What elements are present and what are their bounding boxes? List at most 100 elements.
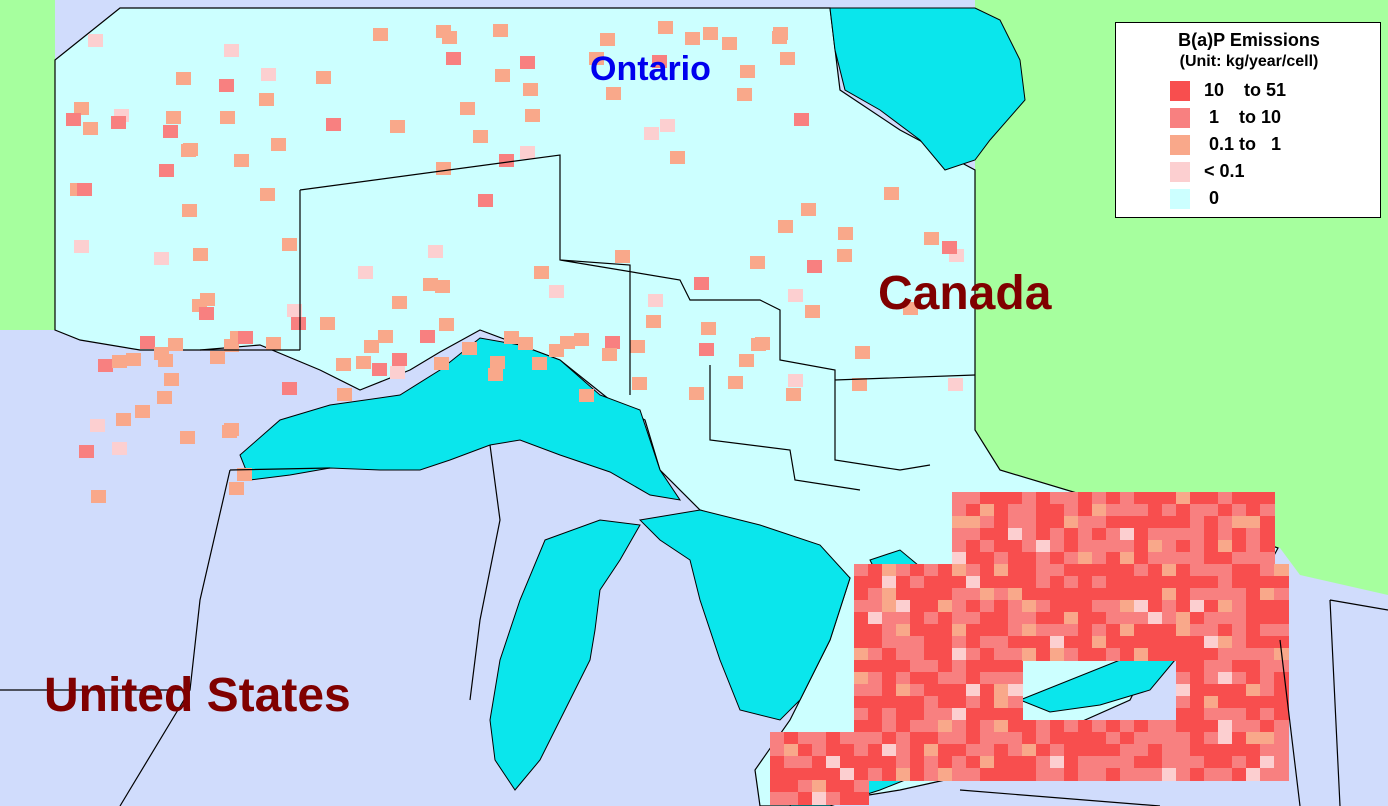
emission-cell [1204, 768, 1219, 781]
emission-cell [1022, 600, 1037, 613]
emission-cell [1232, 684, 1247, 697]
emission-cell [1106, 624, 1121, 637]
emission-cell [237, 468, 252, 481]
emission-cell [896, 708, 911, 721]
emission-cell [952, 624, 967, 637]
emission-cell [83, 122, 98, 135]
emission-cell [1064, 624, 1079, 637]
emission-cell [1218, 516, 1233, 529]
emission-cell [786, 388, 801, 401]
emission-cell [952, 648, 967, 661]
emission-cell [1190, 684, 1205, 697]
emission-cell [924, 708, 939, 721]
emission-cell [770, 768, 785, 781]
emission-cell [1232, 708, 1247, 721]
legend-label: 0.1 to 1 [1204, 134, 1282, 154]
emission-cell [966, 492, 981, 505]
emission-cell [884, 187, 899, 200]
emission-cell [1092, 540, 1107, 553]
emission-cell [1232, 516, 1247, 529]
emission-cell [1120, 528, 1135, 541]
emission-cell [1232, 672, 1247, 685]
emission-cell [1246, 624, 1261, 637]
emission-cell [1246, 648, 1261, 661]
emission-cell [980, 540, 995, 553]
emission-cell [924, 696, 939, 709]
emission-cell [966, 516, 981, 529]
emission-cell [868, 732, 883, 745]
legend-unit: (Unit: kg/year/cell) [1179, 53, 1319, 70]
emission-cell [868, 576, 883, 589]
emission-cell [1204, 516, 1219, 529]
emission-cell [1246, 660, 1261, 673]
emission-cell [882, 720, 897, 733]
emission-cell [1190, 540, 1205, 553]
emission-cell [1204, 708, 1219, 721]
emission-cell [648, 294, 663, 307]
emission-cell [1274, 576, 1289, 589]
boundary-lines [0, 154, 1388, 806]
emission-cell [168, 338, 183, 351]
emission-cell [1092, 492, 1107, 505]
emission-cell [1050, 612, 1065, 625]
emission-cell [1218, 552, 1233, 565]
emission-cell [966, 732, 981, 745]
emission-cell [652, 55, 667, 68]
emission-cell [798, 768, 813, 781]
emission-cell [1190, 624, 1205, 637]
emission-cell [390, 120, 405, 133]
legend-title: B(a)P Emissions [1178, 30, 1320, 50]
emission-cell [1008, 636, 1023, 649]
emission-cell [1246, 576, 1261, 589]
emission-cell [1176, 768, 1191, 781]
emission-cell [966, 576, 981, 589]
emission-cell [1134, 576, 1149, 589]
emission-cell [1190, 504, 1205, 517]
emission-cell [478, 194, 493, 207]
emission-cell [1106, 540, 1121, 553]
legend-label: 1 to 10 [1204, 107, 1282, 127]
united-states-label: United States [44, 669, 351, 722]
emission-cell [1232, 648, 1247, 661]
emission-cell [1218, 504, 1233, 517]
emission-cell [994, 564, 1009, 577]
emission-cell [79, 445, 94, 458]
emission-cell [952, 552, 967, 565]
emission-cell [868, 624, 883, 637]
emission-cell [1260, 708, 1275, 721]
emission-cell [722, 37, 737, 50]
emission-cell [1204, 756, 1219, 769]
emission-cell [882, 696, 897, 709]
emission-cell [1260, 600, 1275, 613]
emission-cell [74, 102, 89, 115]
emission-cell [1092, 648, 1107, 661]
emission-cell [1162, 720, 1177, 733]
emission-cell [924, 768, 939, 781]
emission-cell [854, 660, 869, 673]
emission-cell [1134, 732, 1149, 745]
legend-item: 1 to 10 [1126, 104, 1372, 131]
emission-cell [1162, 756, 1177, 769]
emission-cell [271, 138, 286, 151]
emission-cell [1176, 660, 1191, 673]
emission-cell [882, 684, 897, 697]
emission-cell [1134, 744, 1149, 757]
emission-cell [784, 792, 799, 805]
emission-cell [994, 588, 1009, 601]
emission-cell [364, 340, 379, 353]
emission-cell [952, 540, 967, 553]
emission-cell [1274, 720, 1289, 733]
emission-cell [1008, 708, 1023, 721]
emission-cell [739, 354, 754, 367]
emission-cell [896, 600, 911, 613]
emission-cell [896, 564, 911, 577]
emission-cell [966, 564, 981, 577]
emission-cell [1218, 492, 1233, 505]
legend-label: < 0.1 [1204, 161, 1245, 181]
emission-cell [952, 708, 967, 721]
emission-cell [112, 442, 127, 455]
emission-cell [1022, 720, 1037, 733]
emission-cell [1190, 648, 1205, 661]
emission-cell [924, 744, 939, 757]
emission-cell [234, 154, 249, 167]
